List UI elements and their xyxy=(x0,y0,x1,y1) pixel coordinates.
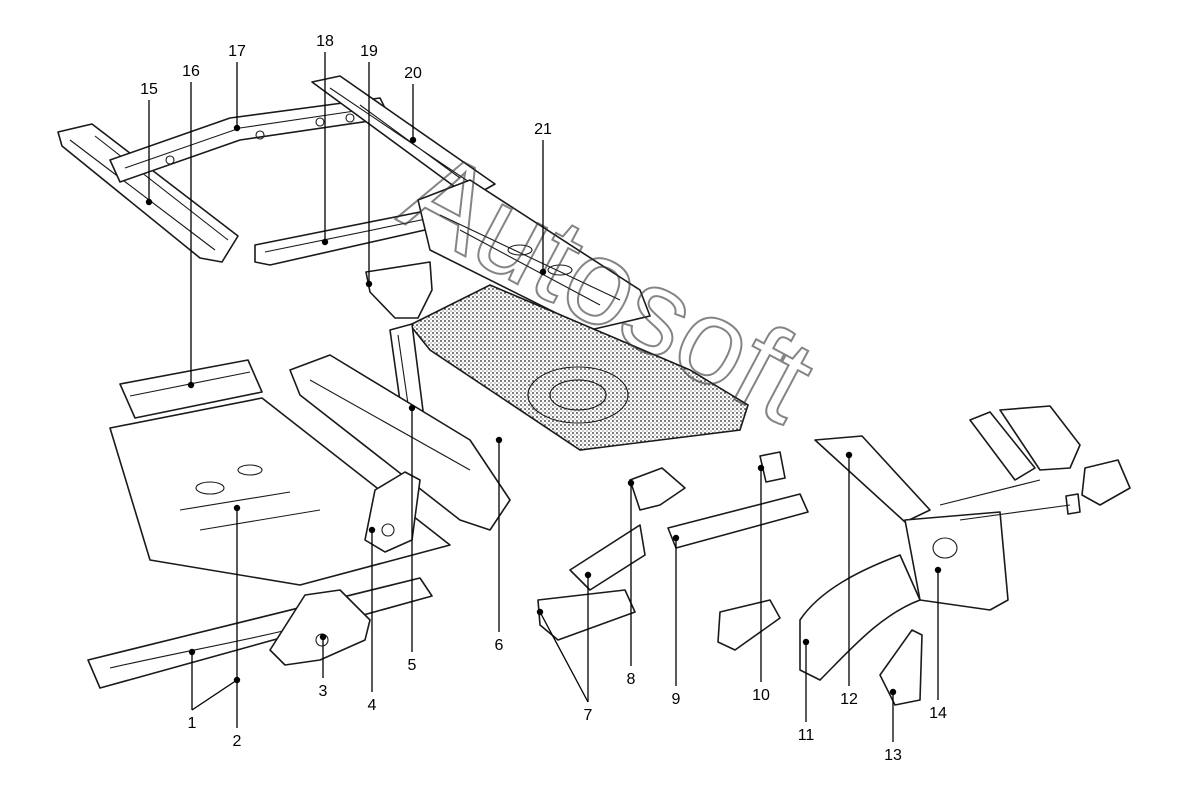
callout-number: 16 xyxy=(182,63,200,80)
callout-1: 1 xyxy=(188,648,241,732)
callout-number: 17 xyxy=(228,43,246,60)
leader-dot xyxy=(802,638,810,646)
callout-number: 6 xyxy=(495,637,504,654)
callout-5: 5 xyxy=(408,404,417,674)
trunk-floor-panel xyxy=(408,284,749,451)
leader-dot xyxy=(495,436,503,444)
leader-dot xyxy=(672,534,680,542)
callout-number: 11 xyxy=(798,727,815,744)
leader-dot xyxy=(321,238,329,246)
callout-number: 21 xyxy=(534,121,552,138)
callout-12: 12 xyxy=(840,451,858,708)
part-20-upper-rail xyxy=(311,75,496,199)
callout-9: 9 xyxy=(672,534,681,708)
callout-11: 11 xyxy=(798,638,815,744)
callout-number: 19 xyxy=(360,43,378,60)
leader-dot xyxy=(408,404,416,412)
leader-dot xyxy=(145,198,153,206)
leader-dot xyxy=(584,571,592,579)
callout-6: 6 xyxy=(495,436,504,654)
callout-20: 20 xyxy=(404,65,422,144)
leader-dot xyxy=(233,504,241,512)
callout-16: 16 xyxy=(182,63,200,389)
part-8-bracket xyxy=(629,467,686,511)
part-14-quarter-inner xyxy=(904,511,1009,611)
callout-13: 13 xyxy=(884,688,902,764)
leader-dot xyxy=(934,566,942,574)
callout-10: 10 xyxy=(752,464,770,704)
leader-line xyxy=(539,611,589,703)
callout-number: 20 xyxy=(404,65,422,82)
part-15-rear-member xyxy=(57,123,239,263)
leader-dot xyxy=(188,648,196,656)
leader-line xyxy=(191,679,238,711)
callout-number: 12 xyxy=(840,691,858,708)
callout-number: 14 xyxy=(929,705,947,722)
callout-number: 3 xyxy=(319,683,328,700)
callout-15: 15 xyxy=(140,81,158,206)
leader-dot xyxy=(233,124,241,132)
part-3-bracket xyxy=(269,589,371,666)
part-6-side-panel xyxy=(289,354,511,531)
callout-number: 1 xyxy=(188,715,197,732)
callout-number: 10 xyxy=(752,687,770,704)
callout-7: 7 xyxy=(536,571,593,724)
callout-number: 8 xyxy=(627,671,636,688)
leader-dot xyxy=(889,688,897,696)
part-7-lower-bracket xyxy=(537,524,646,641)
leader-dot xyxy=(757,464,765,472)
callout-2: 2 xyxy=(233,504,242,750)
callout-number: 7 xyxy=(584,707,593,724)
callout-number: 5 xyxy=(408,657,417,674)
part-21-floor-side-panel xyxy=(417,179,651,331)
callout-number: 2 xyxy=(233,733,242,750)
callout-8: 8 xyxy=(627,479,636,688)
part-17-rear-cross-panel xyxy=(109,97,391,183)
part-13-small-bracket xyxy=(879,629,923,706)
exploded-small-parts xyxy=(939,405,1131,521)
callout-14: 14 xyxy=(929,566,947,722)
callout-number: 4 xyxy=(368,697,377,714)
callout-21: 21 xyxy=(534,121,552,276)
leader-dot xyxy=(368,526,376,534)
callout-18: 18 xyxy=(316,33,334,246)
callout-number: 13 xyxy=(884,747,902,764)
callout-number: 9 xyxy=(672,691,681,708)
callout-number: 15 xyxy=(140,81,158,98)
callout-number: 18 xyxy=(316,33,334,50)
leader-dot xyxy=(319,633,327,641)
callout-4: 4 xyxy=(368,526,377,714)
part-12-long-member xyxy=(814,435,931,523)
leader-dot xyxy=(409,136,417,144)
leader-dot xyxy=(539,268,547,276)
part-1-side-sill xyxy=(87,577,433,689)
part-9-tube-member xyxy=(667,493,809,549)
callout-3: 3 xyxy=(319,633,328,700)
callout-19: 19 xyxy=(360,43,378,288)
part-10-small-bracket xyxy=(717,451,786,651)
leader-dot xyxy=(365,280,373,288)
callout-17: 17 xyxy=(228,43,246,132)
leader-dot xyxy=(627,479,635,487)
leader-dot xyxy=(536,608,544,616)
leader-dot xyxy=(187,381,195,389)
part-19-bracket xyxy=(365,261,433,319)
leader-dot xyxy=(845,451,853,459)
